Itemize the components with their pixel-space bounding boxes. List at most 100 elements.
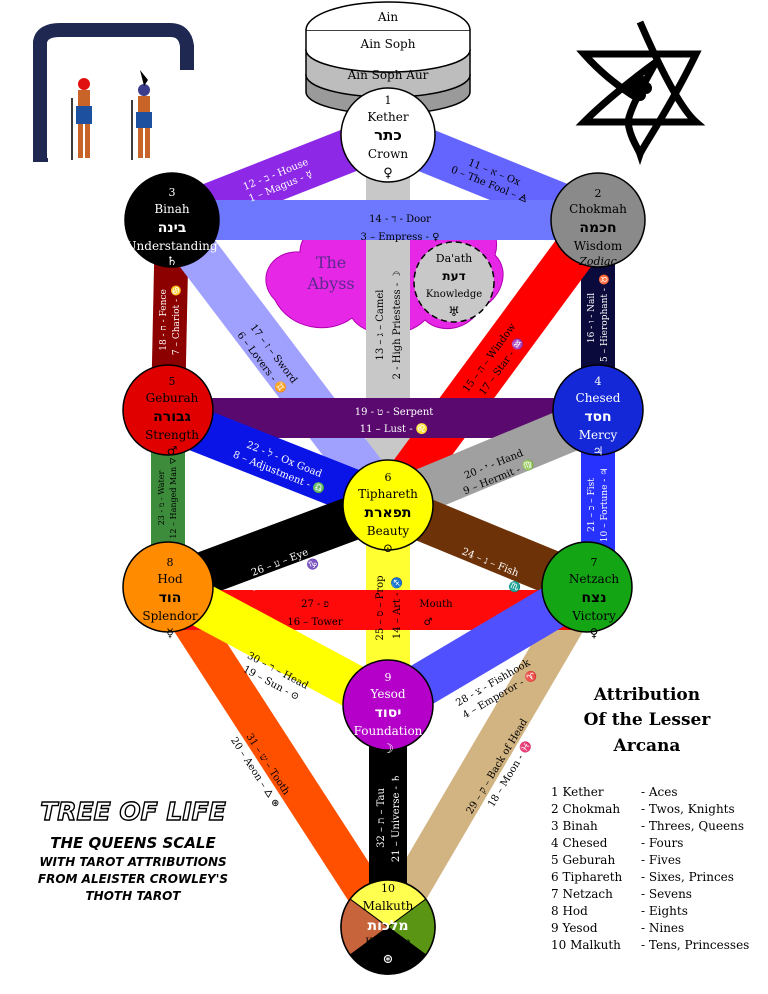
svg-text:Binah: Binah — [154, 202, 190, 216]
svg-text:16 - ו - Nail: 16 - ו - Nail — [587, 293, 597, 343]
table-row: 8 Hod — [551, 904, 588, 918]
table-row: - Tens, Princesses — [641, 938, 749, 952]
table-row: 3 Binah — [551, 819, 598, 833]
table-row: - Sixes, Princes — [641, 870, 734, 884]
svg-text:Splendor: Splendor — [142, 609, 197, 623]
svg-text:12 – Hanged Man 🜄: 12 – Hanged Man 🜄 — [169, 457, 178, 538]
title-block: TREE OF LIFE THE QUEENS SCALE WITH TAROT… — [38, 796, 228, 903]
table-row: - Threes, Queens — [641, 819, 744, 833]
svg-text:גבורה: גבורה — [153, 409, 191, 425]
svg-text:חסד: חסד — [584, 409, 611, 425]
svg-text:Crown: Crown — [368, 147, 408, 161]
subtitle-1: THE QUEENS SCALE — [50, 834, 216, 852]
svg-text:7 – Chariot - ♋: 7 – Chariot - ♋ — [170, 285, 182, 355]
path-16-label: 16 - ו - Nail 5 – Hierophant - ♉ — [587, 274, 610, 362]
svg-text:25 – ס – Prop: 25 – ס – Prop — [375, 575, 386, 640]
path-27-label: 27 - פ 16 – Tower Mouth ♂ — [287, 599, 453, 628]
saturn-icon: ♄ — [167, 254, 178, 268]
sun-icon: ⊙ — [383, 541, 393, 555]
svg-text:7: 7 — [591, 556, 598, 569]
table-row: 4 Chesed — [551, 836, 608, 850]
ain-label: Ain — [377, 10, 399, 24]
moon-icon: ☽ — [382, 742, 394, 757]
table-row: 10 Malkuth — [551, 938, 621, 952]
sephira-chesed: 4 Chesed חסד Mercy ♃ — [552, 364, 644, 458]
svg-text:5: 5 — [169, 375, 176, 388]
svg-text:2: 2 — [595, 187, 602, 200]
path-17 — [154, 206, 406, 519]
svg-text:Geburah: Geburah — [146, 391, 199, 405]
venus-icon: ♀ — [590, 626, 599, 640]
svg-text:Mercy: Mercy — [579, 428, 618, 442]
svg-text:Strength: Strength — [145, 428, 199, 442]
sephira-yesod: 9 Yesod יסוד Foundation ☽ — [342, 659, 434, 757]
jupiter-icon: ♃ — [593, 444, 604, 458]
table-row: 1 Kether — [551, 785, 604, 799]
svg-text:21 – כ – Fist: 21 – כ – Fist — [587, 478, 597, 532]
svg-text:11 – Lust - ♌: 11 – Lust - ♌ — [360, 422, 429, 435]
mercury-icon: ☿ — [166, 626, 173, 640]
path-18-label: 18 - ח - Fence 7 – Chariot - ♋ — [159, 285, 182, 355]
path-19-label: 19 - ט - Serpent 11 – Lust - ♌ — [355, 407, 434, 435]
svg-text:Malkuth: Malkuth — [363, 899, 414, 913]
svg-text:Zodiac: Zodiac — [578, 255, 617, 268]
svg-text:Da'ath: Da'ath — [436, 252, 472, 265]
ain-veils: Ain Ain Soph Ain Soph Aur — [305, 1, 471, 115]
svg-text:9: 9 — [385, 671, 392, 684]
main-title: TREE OF LIFE — [40, 797, 226, 826]
svg-text:19 - ט - Serpent: 19 - ט - Serpent — [355, 407, 434, 418]
svg-text:מלכות: מלכות — [368, 918, 409, 934]
svg-text:Victory: Victory — [571, 609, 616, 623]
svg-text:Kether: Kether — [367, 110, 408, 124]
path-14-label: 14 - ד - Door 3 – Empress - ♀ — [361, 214, 440, 243]
svg-text:Tiphareth: Tiphareth — [358, 487, 418, 501]
svg-text:Beauty: Beauty — [367, 524, 410, 538]
svg-text:16 – Tower: 16 – Tower — [287, 617, 342, 628]
sephira-chokmah: 2 Chokmah חכמה Wisdom Zodiac — [550, 172, 646, 268]
table-row: 9 Yesod — [551, 921, 598, 935]
svg-text:3: 3 — [169, 186, 176, 199]
table-row: - Fives — [641, 853, 681, 867]
svg-text:Arcana: Arcana — [613, 736, 681, 756]
svg-text:Wisdom: Wisdom — [574, 239, 623, 253]
uranus-icon: ♅ — [448, 305, 460, 320]
svg-text:27 - פ: 27 - פ — [301, 599, 329, 610]
abyss-label-2: Abyss — [306, 274, 354, 293]
venus-icon: ♀ — [383, 166, 393, 181]
path-15 — [370, 206, 616, 519]
svg-text:14 – Art - ♐: 14 – Art - ♐ — [390, 577, 403, 639]
path-32-label: 32 – ת – Tau 21 – Universe - ♄ — [376, 774, 402, 862]
horus-figure-icon — [71, 78, 92, 160]
svg-text:Of the Lesser: Of the Lesser — [584, 710, 712, 730]
path-13-label: 13 – ג – Camel 2 - High Priestess - ☽ — [375, 271, 403, 380]
ain-soph-aur-label: Ain Soph Aur — [347, 68, 429, 82]
svg-text:הוד: הוד — [159, 590, 182, 606]
mars-icon: ♂ — [167, 444, 178, 458]
svg-text:Mouth: Mouth — [419, 599, 453, 610]
svg-text:יסוד: יסוד — [375, 705, 402, 721]
svg-text:21 – Universe - ♄: 21 – Universe - ♄ — [391, 774, 402, 862]
sephira-kether: 1 Kether כתר Crown ♀ — [340, 87, 436, 183]
svg-text:Yesod: Yesod — [369, 687, 405, 701]
svg-text:8: 8 — [167, 556, 174, 569]
svg-text:Kingdom: Kingdom — [365, 937, 411, 948]
svg-text:32 – ת – Tau: 32 – ת – Tau — [376, 788, 387, 848]
path-21-label: 21 – כ – Fist 10 – Fortune - ♃ — [587, 468, 610, 543]
table-row: 2 Chokmah — [551, 802, 620, 816]
svg-text:Foundation: Foundation — [354, 724, 423, 738]
path-29 — [371, 577, 604, 937]
sephira-tiphareth: 6 Tiphareth תפארת Beauty ⊙ — [342, 459, 434, 555]
thoth-figure-icon — [131, 70, 152, 160]
svg-text:Hod: Hod — [157, 572, 183, 586]
svg-text:נצח: נצח — [581, 590, 606, 606]
svg-text:23 - מ - Water: 23 - מ - Water — [157, 471, 166, 526]
svg-text:10: 10 — [381, 882, 395, 895]
svg-text:6: 6 — [385, 471, 392, 484]
svg-text:Attribution: Attribution — [593, 685, 700, 705]
svg-text:13 – ג – Camel: 13 – ג – Camel — [375, 290, 386, 361]
sephira-netzach: 7 Netzach נצח Victory ♀ — [541, 541, 633, 640]
svg-text:2 - High Priestess - ☽: 2 - High Priestess - ☽ — [392, 271, 403, 380]
svg-text:Chokmah: Chokmah — [569, 202, 627, 216]
ain-soph-label: Ain Soph — [360, 37, 416, 51]
sephira-hod: 8 Hod הוד Splendor ☿ — [122, 541, 214, 640]
